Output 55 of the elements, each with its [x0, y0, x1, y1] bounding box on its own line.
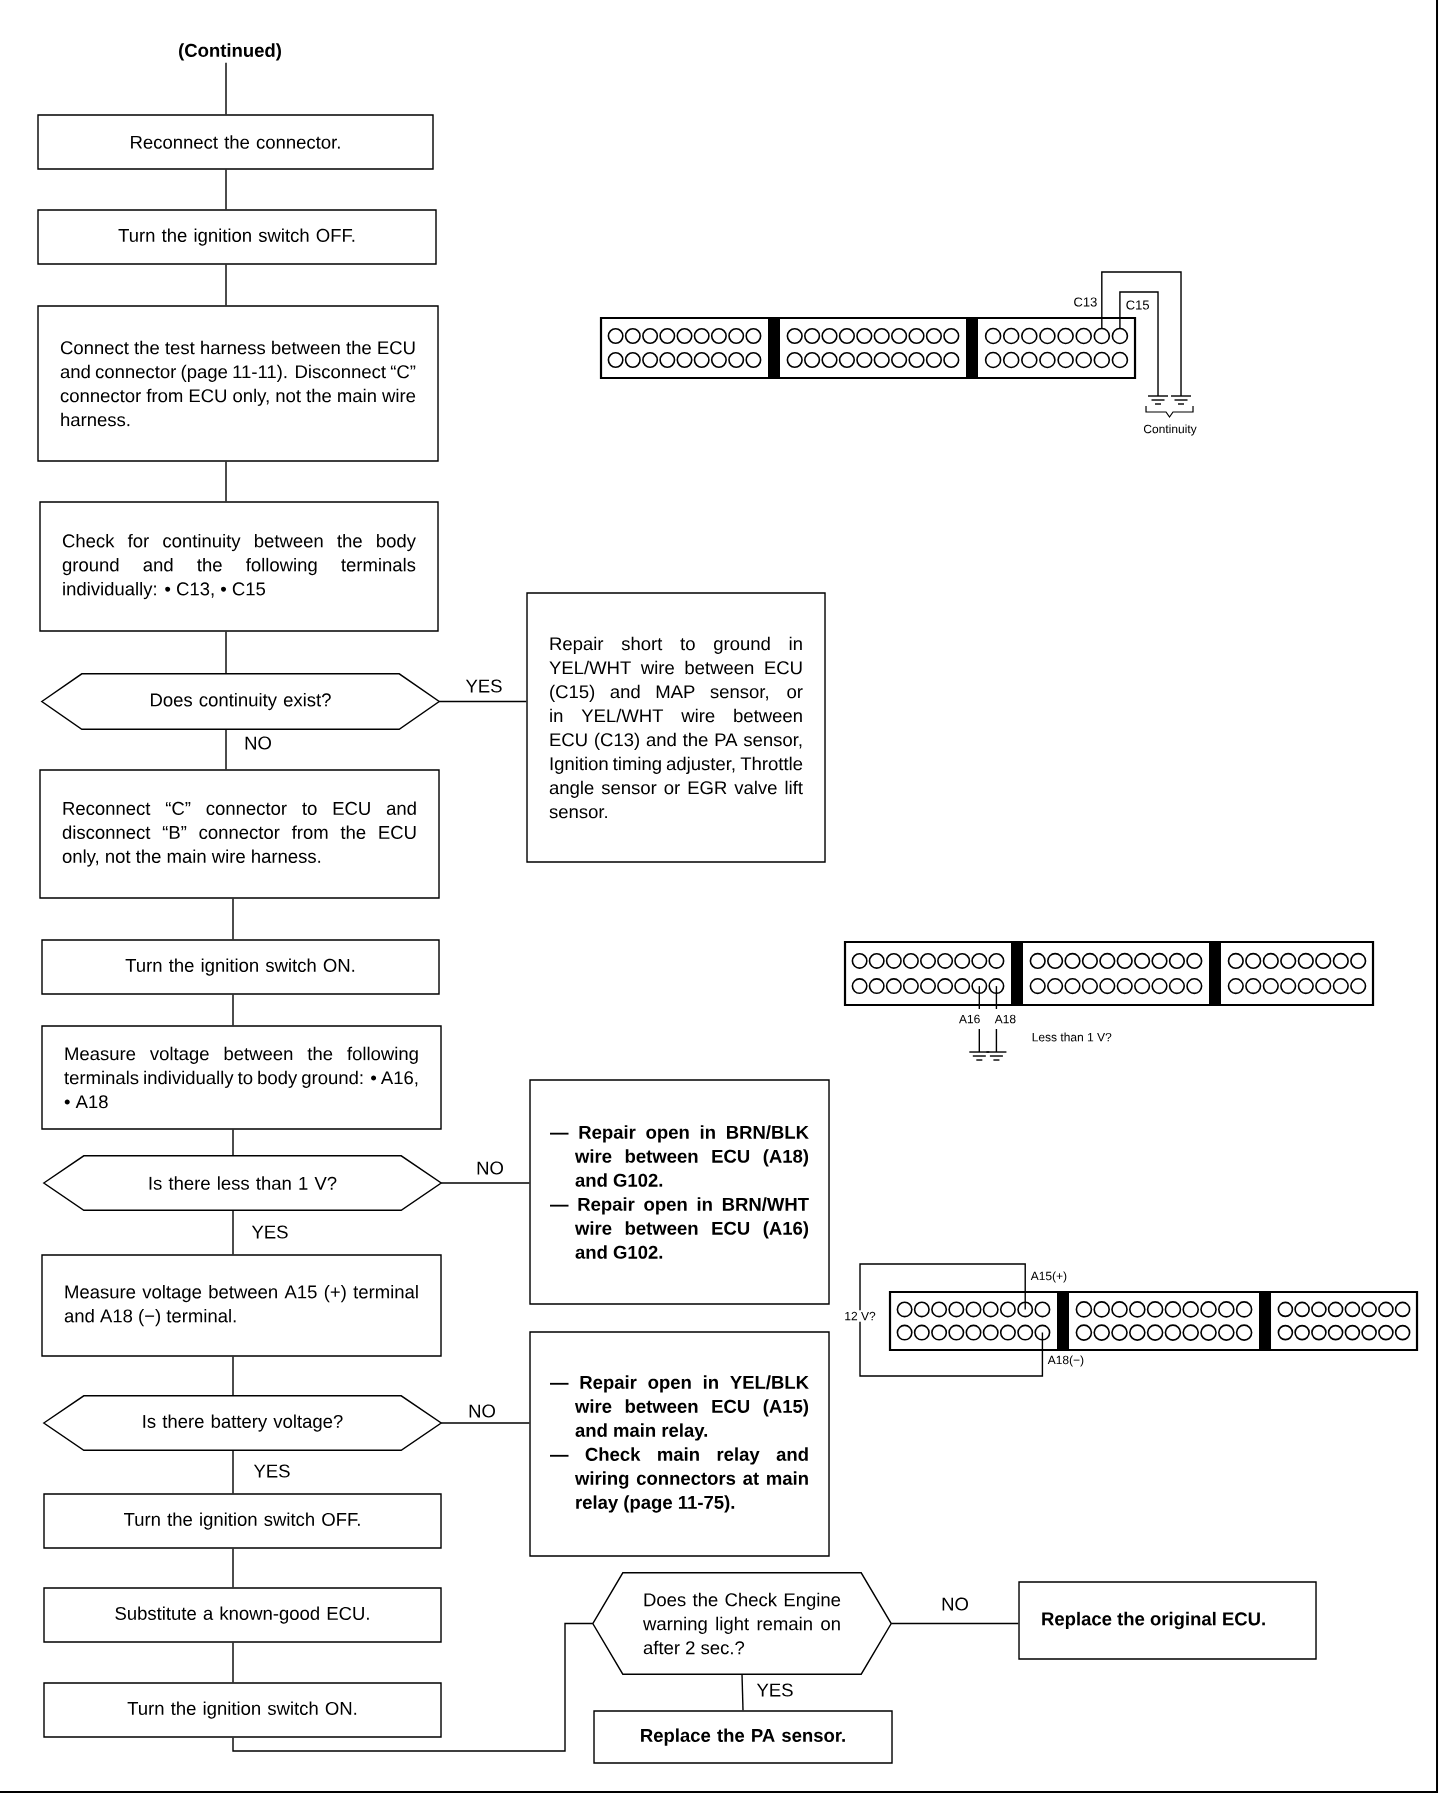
connector-line [232, 1449, 234, 1494]
process-box: Replace the original ECU. [1018, 1581, 1317, 1660]
edge-label: NO [466, 1402, 498, 1420]
process-box: Replace the PA sensor. [593, 1710, 893, 1764]
edge-label: NO [242, 734, 274, 752]
continuation-label: (Continued) [179, 43, 281, 61]
edge-label: NO [939, 1595, 971, 1613]
process-box: Turn the ignition switch ON. [43, 1682, 442, 1738]
pin-label: A15(+) [1029, 1269, 1069, 1285]
connector-line [438, 700, 527, 703]
edge-label: YES [754, 1681, 796, 1699]
process-box: Measure voltage between A15 (+) terminal and A18 (−) terminal. [41, 1254, 442, 1357]
pin-label: A18(−) [1046, 1353, 1086, 1369]
connector-line [232, 994, 234, 1026]
connector-line [741, 1673, 744, 1711]
process-box: Turn the ignition switch ON. [41, 939, 440, 995]
pin-label: C15 [1124, 298, 1152, 312]
edge-label: YES [463, 677, 505, 695]
connector-line [225, 169, 227, 210]
process-box: — Repair open in YEL/BLK wire between ECU (A15) and main relay. — Check main relay and wiring connectors at main relay (page 11-75). [529, 1331, 830, 1557]
connector-line [232, 1642, 234, 1683]
measurement-label: Continuity [1141, 422, 1199, 438]
connector-line [225, 461, 227, 502]
connector-line [440, 1422, 530, 1424]
connector-line [232, 1356, 234, 1397]
pin-label: A18 [993, 1013, 1018, 1025]
edge-label: YES [249, 1223, 291, 1241]
process-box: Repair short to ground in YEL/WHT wire between ECU (C15) and MAP sensor, or in YEL/WHT wire between ECU (C13) and the PA sensor, Ignition timing adjuster, Throttle angle sensor or EGR valve lift sensor. [526, 592, 826, 863]
connector-line [232, 1129, 234, 1157]
process-box: Substitute a known-good ECU. [43, 1587, 442, 1643]
measurement-label: 12 V? [842, 1310, 878, 1322]
process-box: Turn the ignition switch OFF. [37, 209, 437, 265]
process-box: Check for continuity between the body ground and the following terminals individually: • C13, • C15 [39, 501, 439, 632]
connector-line [232, 898, 234, 940]
connector-line [225, 62, 227, 115]
connector-line [232, 1548, 234, 1588]
process-box: Turn the ignition switch OFF. [43, 1493, 442, 1549]
edge-label: NO [474, 1159, 506, 1177]
measurement-label: Less than 1 V? [1030, 1031, 1114, 1043]
process-box: Connect the test harness between the ECU and connector (page 11-11). Disconnect “C” connector from ECU only, not the main wire harness. [37, 305, 439, 462]
process-box: — Repair open in BRN/BLK wire between ECU (A18) and G102. — Repair open in BRN/WHT wire between ECU (A16) and G102. [529, 1079, 830, 1305]
connector-line [440, 1182, 530, 1184]
process-box: Measure voltage between the following terminals individually to body ground: • A16, • A18 [41, 1025, 442, 1130]
connector-line [225, 264, 227, 306]
pin-label: A16 [957, 1013, 982, 1025]
process-box: Reconnect the connector. [37, 114, 434, 170]
edge-label: YES [251, 1462, 293, 1480]
connector-line [232, 1209, 234, 1255]
connector-line [225, 728, 227, 770]
decision-hexagon: Does the Check Engine warning light remain on after 2 sec.? [592, 1572, 893, 1675]
process-box: Reconnect “C” connector to ECU and disconnect “B” connector from the ECU only, not the main wire harness. [39, 769, 440, 899]
connector-line [225, 631, 227, 675]
connector-line [232, 1622, 594, 1752]
connector-line [890, 1622, 1019, 1625]
pin-label: C13 [1071, 295, 1099, 309]
